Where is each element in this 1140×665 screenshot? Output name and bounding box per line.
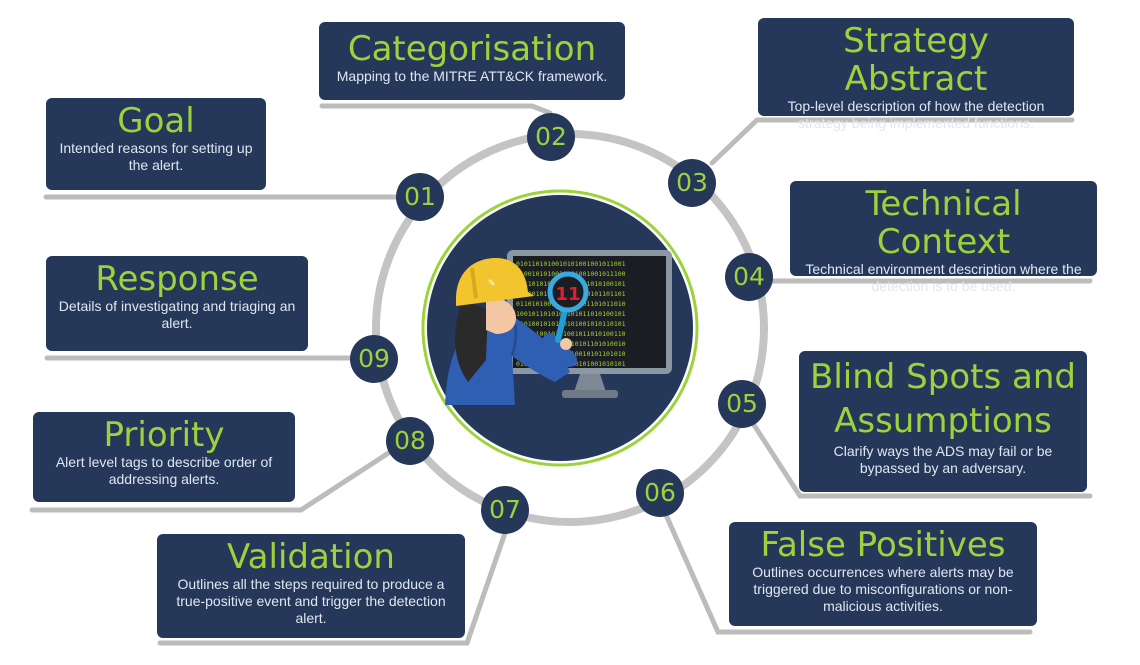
step-title-priority: Priority <box>103 415 225 455</box>
connector-03 <box>709 117 1075 166</box>
step-desc-response: Details of investigating and triaging an… <box>58 298 296 331</box>
person-face <box>486 296 516 334</box>
svg-text:✎: ✎ <box>488 279 496 289</box>
center-illustration: 0101101010010101001001011001 11001010100… <box>421 189 699 467</box>
connector-06 <box>663 512 1033 635</box>
connector-08 <box>29 449 393 513</box>
person-arm <box>543 333 577 367</box>
svg-text:1001011010100101011010100101: 1001011010100101011010100101 <box>516 310 626 318</box>
step-number-08: 08 <box>386 417 434 465</box>
svg-text:1101010010101001011010100110: 1101010010101001011010100110 <box>516 330 626 338</box>
step-desc-priority: Alert level tags to describe order of ad… <box>55 454 273 487</box>
step-number-01: 01 <box>396 173 444 221</box>
step-box-05: Blind Spots and Assumptions Clarify ways… <box>799 351 1087 492</box>
step-box-07: Validation Outlines all the steps requir… <box>157 534 465 638</box>
connector-07 <box>157 530 508 646</box>
step-desc-goal: Intended reasons for setting up the aler… <box>59 140 253 173</box>
person-hair <box>455 300 488 382</box>
connector-lines <box>29 103 1093 646</box>
connector-02 <box>319 103 553 116</box>
magnifier-digits: 11 <box>555 284 580 305</box>
step-box-01: Goal Intended reasons for setting up the… <box>46 98 266 190</box>
step-number-06: 06 <box>636 469 684 517</box>
step-number-07: 07 <box>481 486 529 534</box>
step-number-03: 03 <box>668 159 716 207</box>
step-desc-technical-context: Technical environment description where … <box>805 261 1082 294</box>
step-title-strategy-abstract: Strategy Abstract <box>843 21 989 99</box>
magnifier-lens <box>547 271 589 313</box>
step-desc-validation: Outlines all the steps required to produ… <box>176 576 446 626</box>
step-title-false-positives: False Positives <box>760 525 1006 565</box>
step-box-08: Priority Alert level tags to describe or… <box>33 412 295 502</box>
step-title-categorisation: Categorisation <box>347 29 597 69</box>
step-desc-strategy-abstract: Top-level description of how the detecti… <box>787 98 1045 131</box>
step-title-blind-spots: Blind Spots and Assumptions <box>810 357 1076 441</box>
step-box-06: False Positives Outlines occurrences whe… <box>729 522 1037 626</box>
step-title-validation: Validation <box>227 537 395 577</box>
step-desc-categorisation: Mapping to the MITRE ATT&CK framework. <box>336 68 608 84</box>
connector-05 <box>751 422 1093 499</box>
step-box-03: Strategy Abstract Top-level description … <box>758 18 1074 131</box>
step-title-response: Response <box>95 259 259 299</box>
step-number-04: 04 <box>725 253 773 301</box>
step-number-09: 09 <box>350 335 398 383</box>
step-number-02: 02 <box>527 113 575 161</box>
svg-text:0101001010110101001010110101: 0101001010110101001010110101 <box>516 320 626 328</box>
step-number-05: 05 <box>718 380 766 428</box>
step-title-technical-context: Technical Context <box>865 184 1022 262</box>
monitor-stand <box>574 374 606 392</box>
step-title-goal: Goal <box>117 101 195 141</box>
person-hand <box>560 338 572 350</box>
step-desc-false-positives: Outlines occurrences where alerts may be… <box>752 564 1014 614</box>
step-desc-blind-spots: Clarify ways the ADS may fail or be bypa… <box>833 443 1053 476</box>
step-box-02: Categorisation Mapping to the MITRE ATT&… <box>319 22 625 100</box>
step-box-04: Technical Context Technical environment … <box>790 181 1097 294</box>
step-box-09: Response Details of investigating and tr… <box>46 256 308 351</box>
svg-text:0101101010010101001001011001: 0101101010010101001001011001 <box>516 260 626 268</box>
